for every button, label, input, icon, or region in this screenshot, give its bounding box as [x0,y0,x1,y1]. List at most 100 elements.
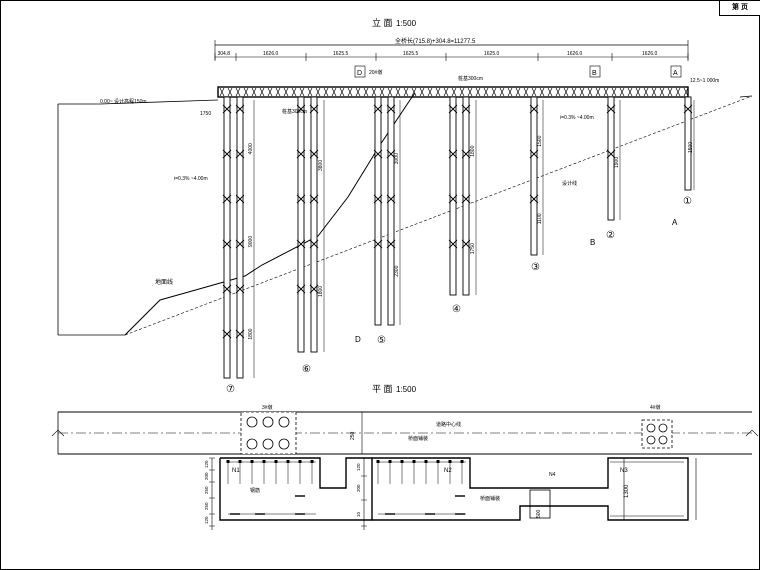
truss-member [331,87,337,97]
deck-truss-pattern [219,87,689,97]
span-dim-label: 1626.0 [642,51,658,57]
rebar-pattern [226,460,684,517]
pier-brace [683,104,693,114]
pier-column [607,96,615,221]
truss-member [275,87,281,97]
box-section-left [219,457,373,521]
pier-length-label: 1800 [248,328,254,339]
break-mark [51,429,65,437]
pier-brace [296,194,306,204]
design-slope-line [124,95,753,336]
bridge-end-label: 0.00~ 设计高程150m [100,98,147,105]
dim-label-left: 120 [204,516,209,524]
span-dim-label: 304.8 [218,51,231,57]
pier-brace [448,194,458,204]
span-dim-label: 1626.0 [567,51,583,57]
truss-member [323,87,329,97]
section-label: 20#墩 [369,69,382,76]
pier-brace [235,284,245,294]
ground-line [124,92,416,336]
truss-member [515,87,521,97]
deck-label: 桥面铺装 [408,435,428,442]
truss-member [547,87,553,97]
dim-label-mid: 200 [356,484,361,492]
pier-column [297,96,305,353]
pier-length-label: 1500 [688,142,694,153]
ground-label: 地面线 [155,278,173,286]
pier-brace [448,104,458,114]
truss-member [283,87,289,97]
pier-length-label: 9000 [248,236,254,247]
pier-column [374,96,382,326]
total-length-label: 全桥长(715.8)+304.8=11277.5 [395,37,476,45]
truss-member [339,87,345,97]
pier-brace [373,104,383,114]
section-mark-box [670,65,682,78]
pier-column [684,96,692,191]
pier-length-label: 1900 [614,157,620,168]
truss-member [555,87,561,97]
elevation-title: 立 面 [372,17,393,28]
section-mark: A [673,70,678,77]
pier-label-left: 3#墩 [262,404,273,411]
truss-member [499,87,505,97]
rebar-dot [400,460,404,463]
pier-length-label: 1800 [318,286,324,297]
truss-member [587,87,593,97]
truss-member [315,87,321,97]
rebar-dot [226,460,230,463]
slope-label: 设计线 [562,180,577,187]
water-label: i=0.3% ~4.00m [174,176,208,182]
truss-member [563,87,569,97]
pier-length-label: 2300 [394,265,400,276]
truss-member [475,87,481,97]
truss-member [403,87,409,97]
truss-member [643,87,649,97]
pier-brace [386,194,396,204]
pier-brace [222,194,232,204]
pier-brace [296,284,306,294]
pier-length-label: 1750 [470,243,476,254]
truss-member [251,87,257,97]
pier-label-right: 4#墩 [650,404,661,411]
truss-member [435,87,441,97]
pier-brace [386,104,396,114]
truss-member [363,87,369,97]
section-mark-box [354,65,366,78]
truss-member [427,87,433,97]
truss-member [307,87,313,97]
section-mark-box [589,65,601,78]
pier-label: 桩基300cm [282,108,307,115]
pier-brace [222,239,232,249]
bridge-deck [217,86,689,98]
truss-member [491,87,497,97]
pier-brace [606,149,616,159]
rebar-dot [298,460,302,463]
pier-brace [606,104,616,114]
sheet-number-badge: 第 页 [719,0,760,16]
pier-group: 4000900018003800180030002300180017501500… [222,96,695,379]
rebar-dot [310,460,314,463]
pier-length-label: 1800 [470,145,476,156]
pile-circle [262,416,274,428]
pier-brace [222,329,232,339]
pier-number: ② [606,230,615,241]
pier-brace [448,239,458,249]
elevation-scale: 1:500 [396,19,417,28]
rebar-dot [460,460,464,463]
dim-label-mid: 120 [356,463,361,471]
pier-length-label: 3000 [394,153,400,164]
rebar-dot [286,460,290,463]
left-grade-line [58,99,219,105]
slope-arrow [739,95,753,98]
pier-number: ⑥ [302,364,311,375]
plan-view: 平 面 1:500 3#墩 4#墩 250 道路中心线 N1 N2 N3 桥面铺… [51,384,759,530]
pier-brace [222,149,232,159]
pier-brace [296,104,306,114]
pier-brace [386,149,396,159]
pier-brace [529,194,539,204]
